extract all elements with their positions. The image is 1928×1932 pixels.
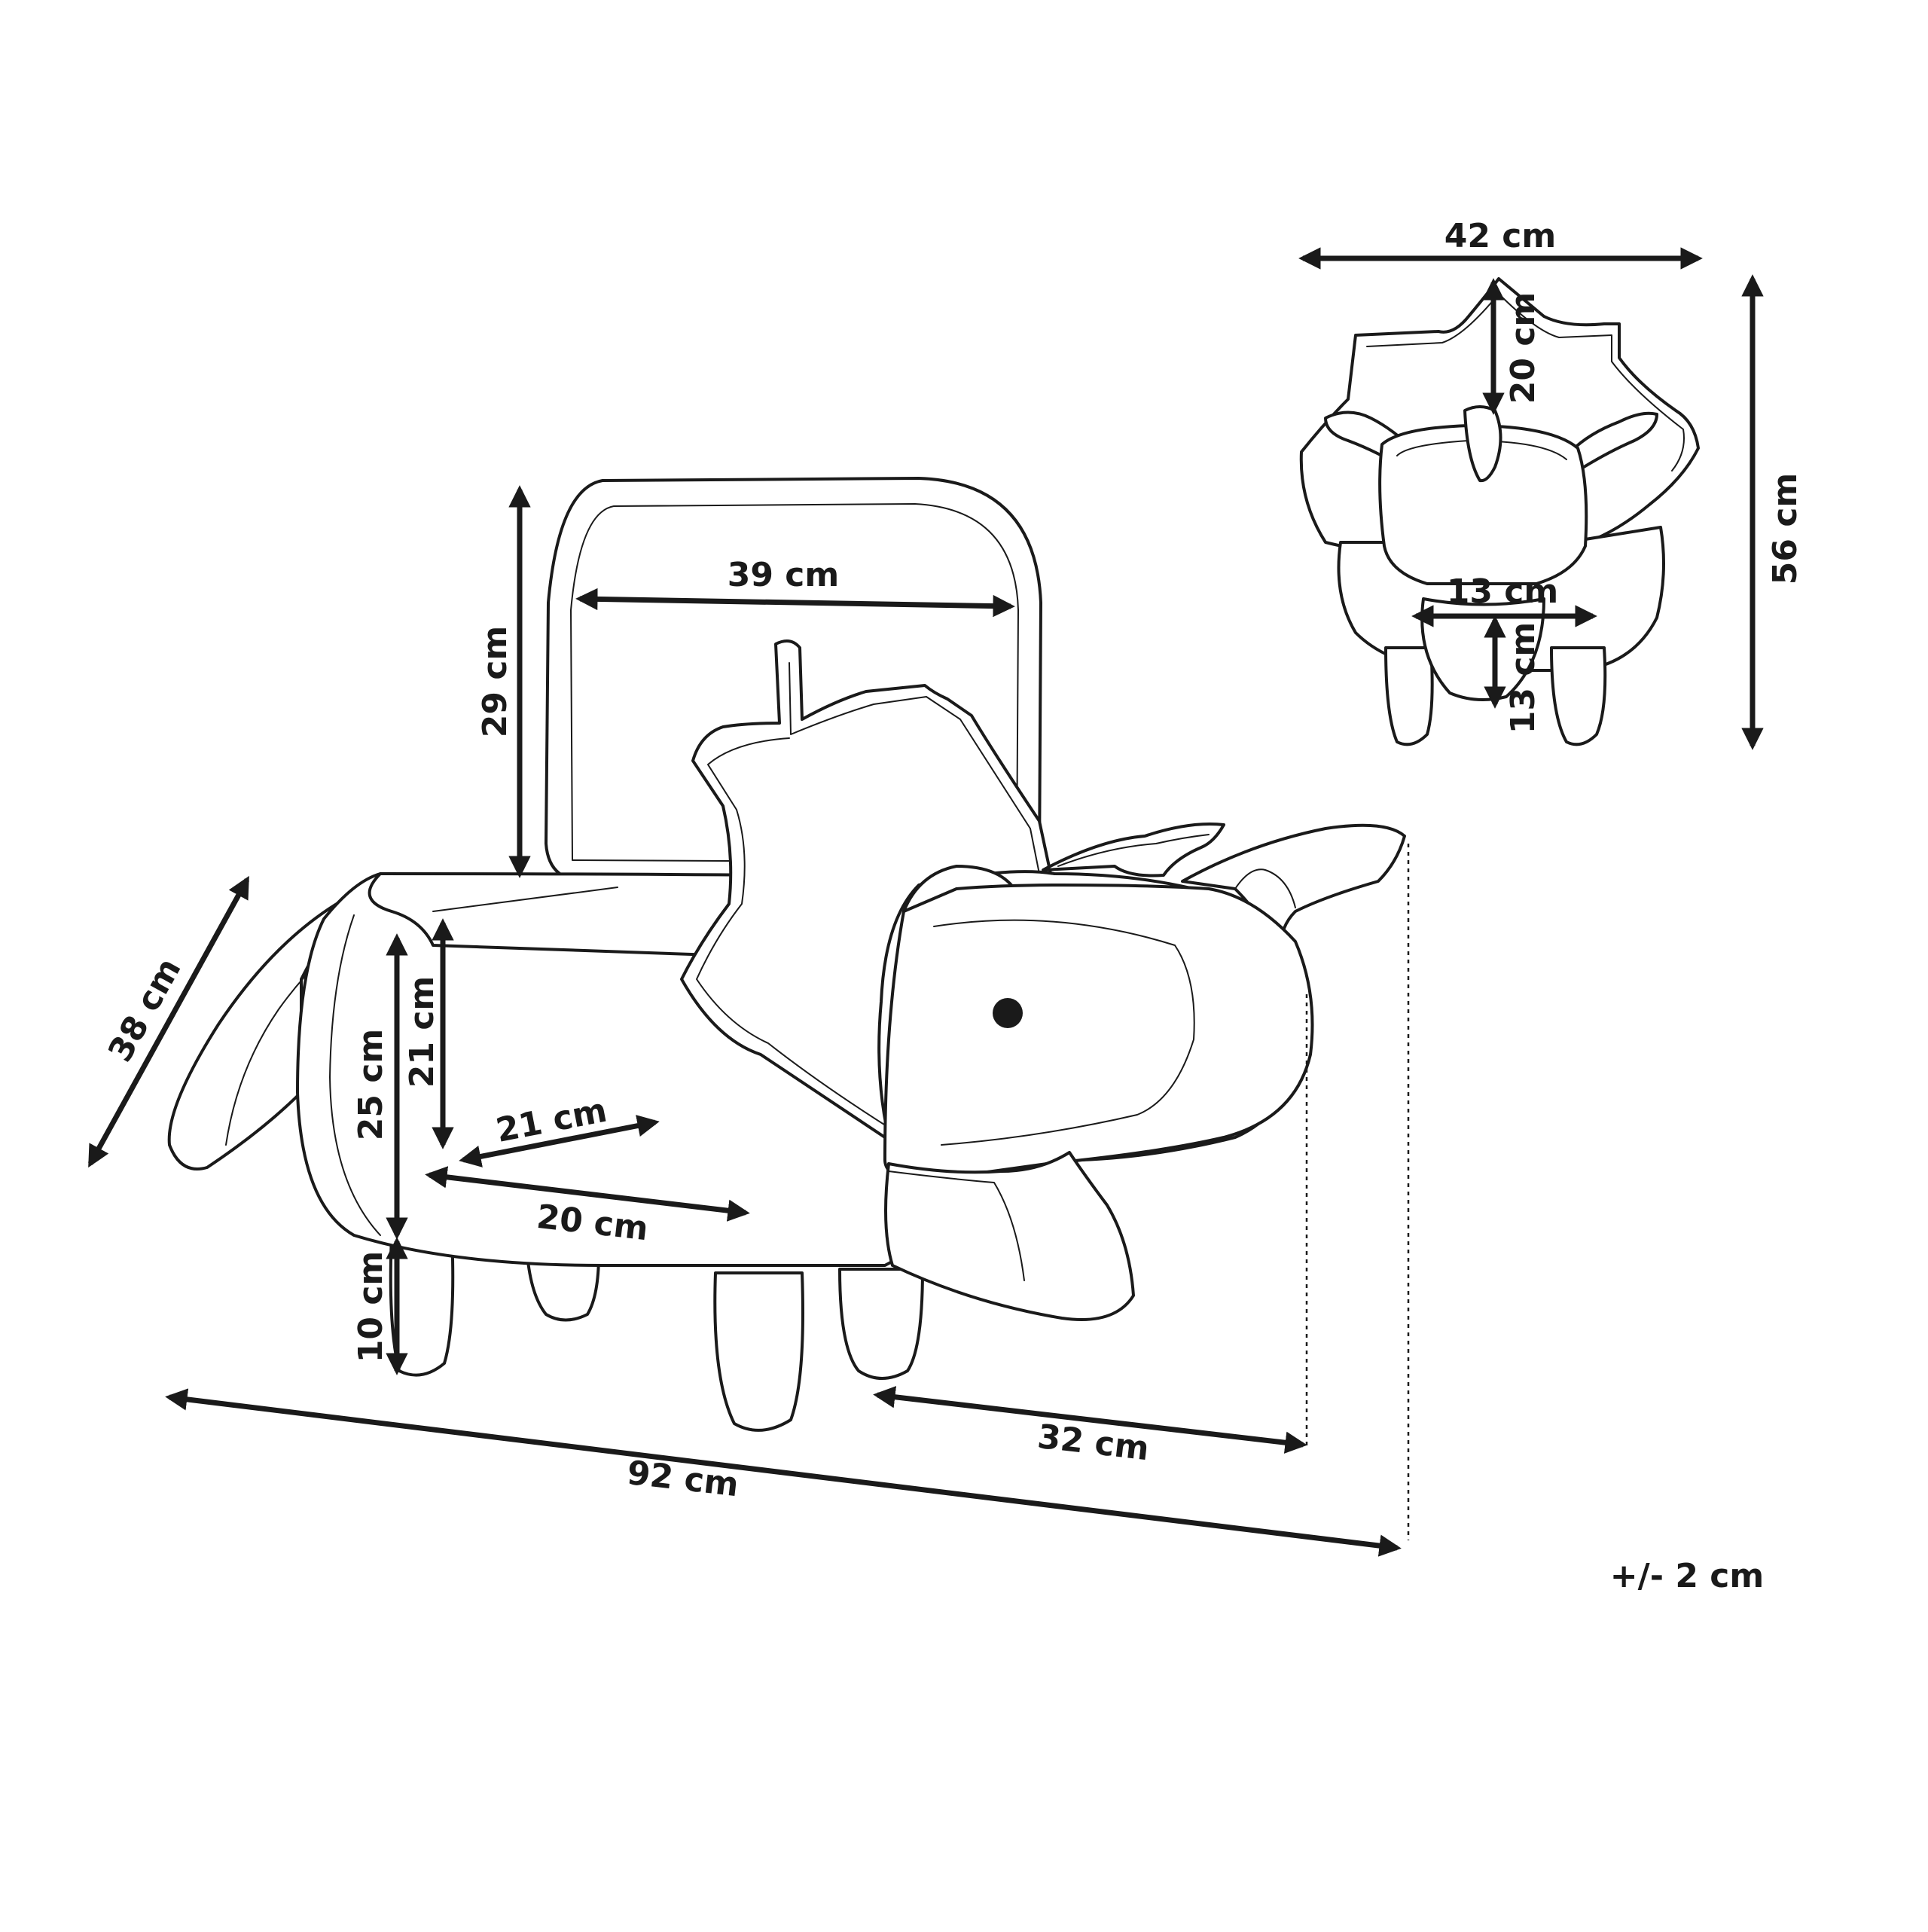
- lid-inner: [570, 503, 1019, 863]
- front-leg-left: [713, 1271, 804, 1432]
- face-width-label: 13 cm: [1447, 572, 1558, 611]
- face-height-label: 13 cm: [1504, 622, 1542, 734]
- back-leg-right: [526, 1253, 600, 1322]
- storage-height-label: 21 cm: [403, 976, 441, 1088]
- frill-height-label: 20 cm: [1504, 292, 1542, 404]
- frill: [680, 639, 1052, 1146]
- face: [883, 884, 1314, 1184]
- overall-length-label: 92 cm: [625, 1454, 740, 1504]
- front-view-drawing: [1299, 277, 1700, 746]
- front-view-leg-left: [1384, 646, 1434, 746]
- leg-height-label: 10 cm: [352, 1251, 390, 1363]
- tolerance-label: +/- 2 cm: [1610, 1557, 1764, 1595]
- eye: [993, 998, 1023, 1028]
- back-horn: [1042, 823, 1225, 877]
- front-view-leg-right: [1550, 646, 1607, 746]
- overall-height-label: 56 cm: [1766, 473, 1804, 584]
- front-leg-right: [838, 1268, 924, 1380]
- lid-height-label: 29 cm: [476, 626, 514, 737]
- seat-width-label: 39 cm: [728, 556, 839, 594]
- beak: [884, 1151, 1135, 1321]
- front-view-dimensions: 42 cm 20 cm 56 cm 13 cm 13 cm: [1298, 217, 1804, 750]
- front-width-label: 42 cm: [1444, 217, 1556, 255]
- body-height-label: 25 cm: [352, 1029, 390, 1140]
- side-view-drawing: [167, 477, 1406, 1432]
